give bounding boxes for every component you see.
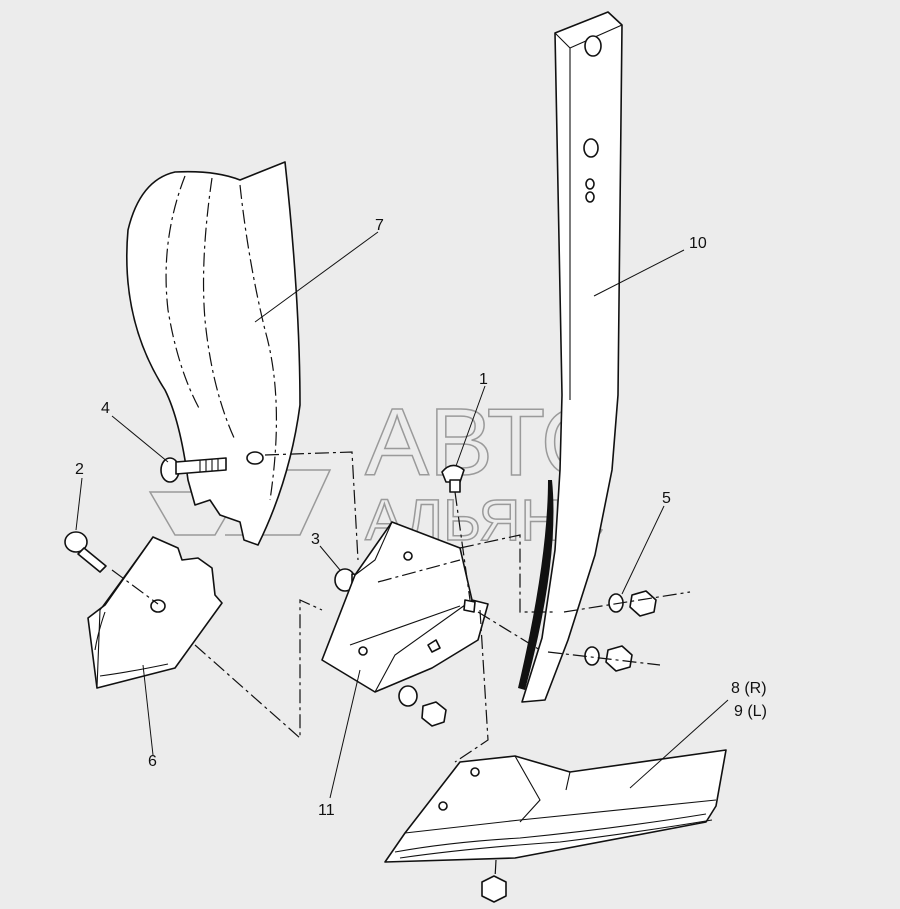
part-bolt-2 — [64, 531, 107, 573]
callout-1: 1 — [479, 371, 488, 388]
callout-10: 10 — [689, 235, 707, 252]
callout-9: 9 (L) — [734, 703, 767, 720]
callout-5: 5 — [662, 490, 671, 507]
callout-2: 2 — [75, 461, 84, 478]
callout-4: 4 — [101, 400, 110, 417]
part-shank — [518, 11, 623, 703]
part-share — [384, 749, 727, 863]
callout-labels: 1 2 3 4 5 6 7 8 (R) 9 (L) 10 11 — [75, 217, 767, 819]
part-nut-washer-c — [584, 645, 633, 672]
part-nut-washer-a — [398, 685, 447, 727]
part-bolt-4 — [160, 457, 227, 483]
callout-8: 8 (R) — [731, 680, 767, 697]
leader-lines — [75, 231, 729, 799]
part-nut-bottom — [481, 875, 507, 903]
callout-6: 6 — [148, 753, 157, 770]
part-mouldboard — [125, 161, 301, 546]
assembly-lines — [111, 451, 691, 879]
callout-7: 7 — [375, 217, 384, 234]
part-point — [87, 536, 223, 689]
part-nut-washer-b — [608, 590, 657, 617]
callout-3: 3 — [311, 531, 320, 548]
part-bolt-1 — [441, 464, 465, 493]
callout-11: 11 — [318, 802, 335, 819]
